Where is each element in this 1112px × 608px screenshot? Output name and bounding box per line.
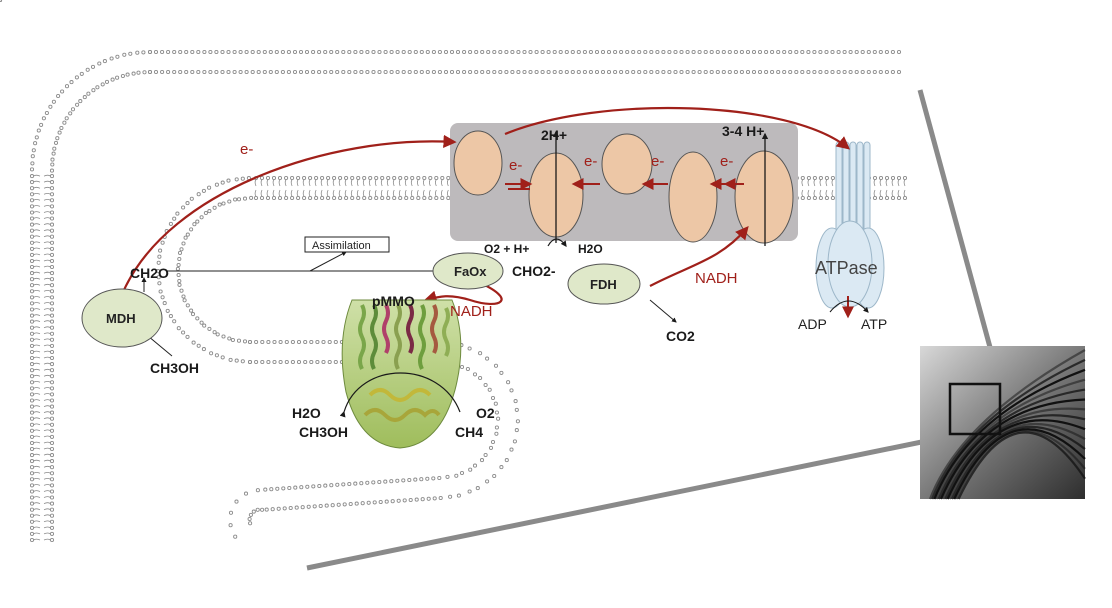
- ch3oh-to-mdh-line: [147, 335, 173, 357]
- label-electron-3: e-: [651, 153, 664, 170]
- label-electron-1: e-: [509, 157, 522, 174]
- label-3-4h: 3-4 H+: [722, 123, 764, 139]
- electron-arrow-mdh: [123, 134, 457, 291]
- complex-4: [668, 151, 718, 243]
- fdh-to-co2-arrow: [649, 299, 677, 323]
- label-faox: FaOx: [454, 264, 487, 279]
- assimilation-box: [304, 236, 390, 253]
- atpase-complex: [815, 141, 885, 309]
- assimilation-arrow: [309, 251, 347, 272]
- label-nadh-pmmo: NADH: [450, 303, 493, 320]
- label-o2-pmmo: O2: [476, 405, 495, 421]
- label-ch3oh-pmmo: CH3OH: [299, 424, 348, 440]
- label-ch4: CH4: [455, 424, 483, 440]
- pmmo-enzyme: [341, 299, 462, 449]
- pmmo-reaction-arrow: [339, 372, 461, 418]
- micrograph-zoom-box: [948, 382, 1002, 436]
- adp-atp-curl: [829, 300, 869, 313]
- label-atpase: ATPase: [815, 258, 878, 278]
- label-electron-left: e-: [240, 141, 253, 158]
- label-o2-h: O2 + H+: [484, 242, 529, 256]
- complex-5: [734, 150, 794, 244]
- label-assimilation: Assimilation: [312, 240, 371, 252]
- oxygen-reduction-arrow: [547, 238, 567, 247]
- label-electron-2: e-: [584, 153, 597, 170]
- label-electron-4: e-: [720, 153, 733, 170]
- fdh-enzyme: [567, 263, 641, 305]
- label-ch3oh-left: CH3OH: [150, 360, 199, 376]
- label-nadh-right: NADH: [695, 270, 738, 287]
- zoom-line-top: [917, 89, 1003, 385]
- complex-1: [453, 130, 503, 196]
- label-atp: ATP: [861, 316, 887, 332]
- label-mdh: MDH: [106, 311, 136, 326]
- label-cho2: CHO2-: [512, 263, 556, 279]
- proton-arrow-to-atpase: [504, 106, 851, 150]
- label-h2o-top: H2O: [578, 242, 603, 256]
- label-pmmo: pMMO: [372, 293, 415, 309]
- zoom-line-bottom: [306, 427, 981, 571]
- nadh-arrow-to-pmmo: [423, 279, 503, 306]
- label-fdh: FDH: [590, 277, 617, 292]
- label-ch2o: CH2O: [130, 265, 169, 281]
- mdh-enzyme: [81, 288, 163, 348]
- micrograph-inset: [920, 346, 1086, 500]
- respiratory-complexes: [453, 130, 794, 244]
- outer-membrane: [0, 0, 902, 543]
- label-co2: CO2: [666, 328, 695, 344]
- faox-enzyme: [432, 252, 504, 290]
- nadh-arrow-to-chain: [649, 225, 749, 287]
- label-2h: 2H+: [541, 127, 567, 143]
- label-adp: ADP: [798, 316, 827, 332]
- label-h2o-pmmo: H2O: [292, 405, 321, 421]
- complex-3: [601, 133, 653, 195]
